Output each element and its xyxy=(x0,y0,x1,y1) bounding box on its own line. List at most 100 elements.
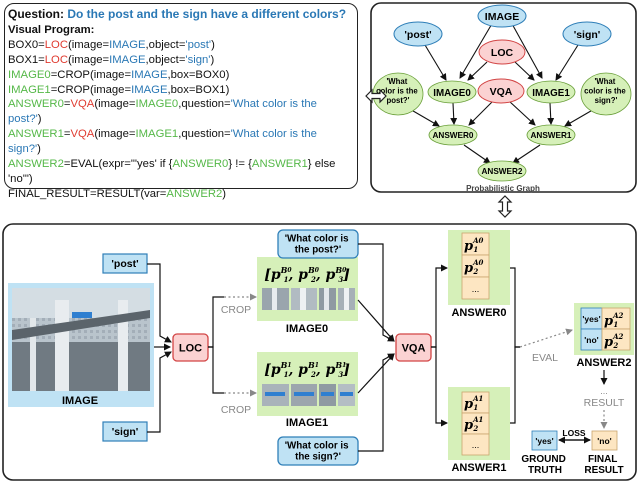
graph-node-image xyxy=(477,4,527,28)
visual-program-label: Visual Program: xyxy=(8,23,95,36)
code-token: ANSWER1 xyxy=(251,158,308,171)
arrow-loc-crop-bottom xyxy=(208,346,224,394)
code-line: BOX0=LOC(image=IMAGE,object='post') xyxy=(8,38,346,53)
code-token: VQA xyxy=(70,98,95,111)
horizontal-double-arrow xyxy=(365,88,387,104)
code-token: } != { xyxy=(228,158,252,171)
graph-node-image-label: IMAGE xyxy=(485,11,519,23)
code-token: ANSWER0 xyxy=(172,158,229,171)
graph-node-vqa xyxy=(477,78,525,104)
code-line: ANSWER1=VQA(image=IMAGE1,question='What … xyxy=(8,127,346,142)
edge-image1-answer1 xyxy=(547,102,555,125)
code-line: post?') xyxy=(8,112,346,127)
graph-node-sign xyxy=(562,21,612,47)
arrow-qsign-vqa xyxy=(358,353,395,452)
code-token: = xyxy=(63,128,71,141)
code-token: BOX0= xyxy=(8,38,45,51)
code-token: 'post' xyxy=(185,38,212,51)
sign-input-label: 'sign' xyxy=(112,426,139,438)
answer0-dots: ... xyxy=(472,284,480,294)
graph-node-answer1-label: ANSWER1 xyxy=(531,131,572,140)
edge-image0-answer0 xyxy=(450,102,458,125)
image1-label: IMAGE1 xyxy=(286,417,328,429)
eval-label: EVAL xyxy=(532,352,558,364)
code-token: ,box=BOX1) xyxy=(167,83,230,96)
graph-node-sign-label: 'sign' xyxy=(574,29,601,41)
answer2-no-label: 'no' xyxy=(584,335,598,345)
ground-truth-line2: TRUTH xyxy=(528,465,562,476)
code-token: VQA xyxy=(70,128,95,141)
code-panel: Question: Do the post and the sign have … xyxy=(4,3,358,200)
answer2-label: ANSWER2 xyxy=(576,357,631,369)
code-token: ,object= xyxy=(145,38,186,51)
question-text: Do the post and the sign have a differen… xyxy=(67,7,347,21)
code-line: IMAGE0=CROP(image=IMAGE,box=BOX0) xyxy=(8,68,346,83)
code-token: ANSWER1 xyxy=(8,128,64,141)
input-image-label: IMAGE xyxy=(62,395,98,407)
question-post-line1: 'What color is xyxy=(285,234,349,245)
code-token: } else xyxy=(307,158,336,171)
arrow-image0-vqa xyxy=(357,299,395,342)
code-token: IMAGE xyxy=(109,38,146,51)
question-sign-line2: the sign?' xyxy=(295,452,341,463)
code-token: (image= xyxy=(67,38,110,51)
graph-node-vqa-label: VQA xyxy=(490,86,513,98)
code-token: sign?' xyxy=(8,143,38,156)
visual-program-code: Question: Do the post and the sign have … xyxy=(8,7,346,202)
code-token: ANSWER0 xyxy=(8,98,64,111)
code-token: 'sign' xyxy=(185,53,211,66)
graph-node-answer2-label: ANSWER2 xyxy=(482,167,523,176)
answer0-prob-stack xyxy=(461,232,490,300)
graph-node-answer2 xyxy=(477,160,527,182)
code-token: IMAGE0 xyxy=(135,98,179,111)
edge-answer0-answer2 xyxy=(463,144,491,164)
code-token: LOC xyxy=(44,38,68,51)
code-token: ,object= xyxy=(145,53,186,66)
code-token: =EVAL(expr="'yes' if { xyxy=(63,158,173,171)
code-token: (image= xyxy=(94,98,136,111)
code-token: post?' xyxy=(8,113,38,126)
qpost-line2: color is the xyxy=(376,87,418,96)
answer2-yes-label: 'yes' xyxy=(582,314,600,324)
code-token: ) xyxy=(222,187,227,200)
edge-answer1-answer2 xyxy=(512,144,541,164)
code-token: FINAL_RESULT=RESULT(var= xyxy=(8,187,167,200)
code-token: ,box=BOX0) xyxy=(167,68,230,81)
code-token: (image= xyxy=(94,128,136,141)
graph-node-post-label: 'post' xyxy=(404,29,431,41)
graph-node-image0 xyxy=(427,80,477,104)
code-token: IMAGE1 xyxy=(135,128,179,141)
code-line: FINAL_RESULT=RESULT(var=ANSWER2) xyxy=(8,187,346,202)
final-result-value: 'no' xyxy=(597,436,611,446)
graph-node-answer0-label: ANSWER0 xyxy=(433,131,474,140)
graph-node-post xyxy=(393,21,443,47)
code-line: 'no'") xyxy=(8,172,346,187)
arrow-sign-loc xyxy=(147,351,172,433)
question-label: Question: xyxy=(8,7,68,21)
crop-top-label: CROP xyxy=(221,304,251,316)
code-token: 'What color is the xyxy=(230,128,317,141)
ground-truth-box xyxy=(531,430,558,451)
graph-node-question-sign-label: 'What color is the sign?' xyxy=(584,77,628,105)
qpost-line3: post?' xyxy=(386,96,409,105)
edge-vqa-answer1 xyxy=(508,100,536,126)
code-token: (image= xyxy=(67,53,110,66)
post-input-label: 'post' xyxy=(111,258,138,270)
code-token: IMAGE1 xyxy=(8,83,51,96)
answer0-label: ANSWER0 xyxy=(451,307,506,319)
code-token: ) xyxy=(211,38,215,51)
code-token: ) xyxy=(37,143,41,156)
final-result-box xyxy=(591,430,618,451)
question-post-line2: the post?' xyxy=(295,245,341,256)
qsign-line3: sign?' xyxy=(595,96,618,105)
arrow-post-loc xyxy=(147,263,172,343)
result-dots: ... xyxy=(600,386,608,396)
code-token: = xyxy=(63,98,71,111)
graph-caption: Probabilistic Graph xyxy=(466,184,540,193)
code-token: IMAGE xyxy=(131,68,168,81)
code-token: ,question= xyxy=(178,128,231,141)
answer1-label: ANSWER1 xyxy=(451,462,506,474)
